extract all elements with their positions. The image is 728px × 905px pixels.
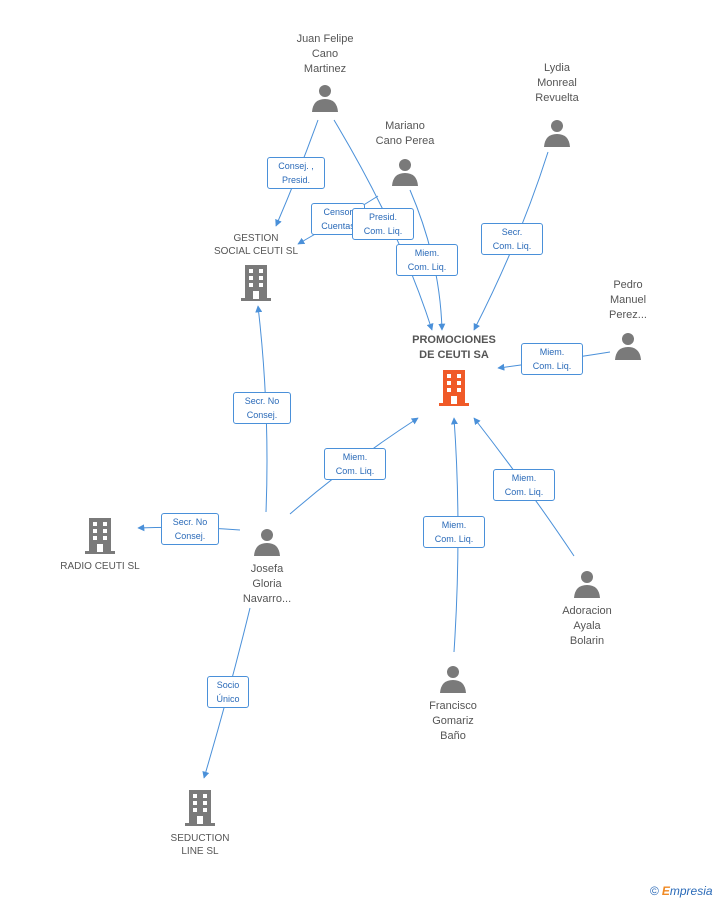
node-adoracion[interactable]: Adoracion Ayala Bolarin [547, 569, 627, 649]
person-icon [440, 666, 466, 693]
node-seduction-line[interactable]: SEDUCTION LINE SL [150, 790, 250, 858]
edge-label-juan-gestion[interactable]: Consej. , Presid. [267, 157, 325, 189]
person-icon [392, 159, 418, 186]
building-icon [439, 370, 469, 406]
node-josefa[interactable]: Josefa Gloria Navarro... [227, 527, 307, 607]
node-name: Mariano Cano Perea [375, 120, 435, 147]
building-icon [85, 518, 115, 554]
edge-label-josefa-gestion[interactable]: Secr. No Consej. [233, 392, 291, 424]
footer-brand: ©Empresia [650, 884, 713, 898]
node-name: GESTION SOCIAL CEUTI SL [213, 233, 299, 257]
brand-initial: E [661, 884, 670, 898]
person-icon [544, 120, 570, 147]
person-icon [574, 571, 600, 598]
edge-label-juan-promo[interactable]: Presid. Com. Liq. [352, 208, 414, 240]
node-name: Lydia Monreal Revuelta [535, 62, 579, 104]
edge-label-josefa-seduction[interactable]: Socio Único [207, 676, 249, 708]
edge-label-lydia-promo[interactable]: Secr. Com. Liq. [481, 223, 543, 255]
edge-label-adoracion-promo[interactable]: Miem. Com. Liq. [493, 469, 555, 501]
person-icon [254, 529, 280, 556]
node-radio-ceuti[interactable]: RADIO CEUTI SL [50, 518, 150, 573]
node-name: Francisco Gomariz Baño [429, 700, 477, 742]
node-francisco[interactable]: Francisco Gomariz Baño [413, 664, 493, 744]
node-lydia[interactable]: Lydia Monreal Revuelta [517, 61, 597, 148]
node-name: Adoracion Ayala Bolarin [562, 605, 612, 647]
building-icon [185, 790, 215, 826]
copyright-symbol: © [650, 884, 659, 898]
edge-label-josefa-radio[interactable]: Secr. No Consej. [161, 513, 219, 545]
node-promociones[interactable]: PROMOCIONES DE CEUTI SA [396, 333, 512, 406]
node-mariano[interactable]: Mariano Cano Perea [362, 119, 448, 187]
node-juan-felipe[interactable]: Juan Felipe Cano Martinez [280, 32, 370, 113]
person-icon [615, 333, 641, 360]
node-name: Juan Felipe Cano Martinez [296, 33, 354, 75]
node-name: Josefa Gloria Navarro... [242, 563, 292, 605]
brand-name: mpresia [669, 884, 713, 898]
node-pedro[interactable]: Pedro Manuel Perez... [593, 278, 663, 361]
person-icon [312, 85, 338, 112]
node-gestion-social[interactable]: GESTION SOCIAL CEUTI SL [206, 232, 306, 301]
node-name: RADIO CEUTI SL [60, 561, 140, 572]
edge-label-francisco-promo[interactable]: Miem. Com. Liq. [423, 516, 485, 548]
edge-label-josefa-promo[interactable]: Miem. Com. Liq. [324, 448, 386, 480]
edge-label-pedro-promo[interactable]: Miem. Com. Liq. [521, 343, 583, 375]
node-name: PROMOCIONES DE CEUTI SA [412, 334, 496, 361]
node-name: Pedro Manuel Perez... [609, 279, 647, 321]
node-name: SEDUCTION LINE SL [170, 833, 230, 857]
building-icon [241, 265, 271, 301]
edge-label-mariano-promo[interactable]: Miem. Com. Liq. [396, 244, 458, 276]
